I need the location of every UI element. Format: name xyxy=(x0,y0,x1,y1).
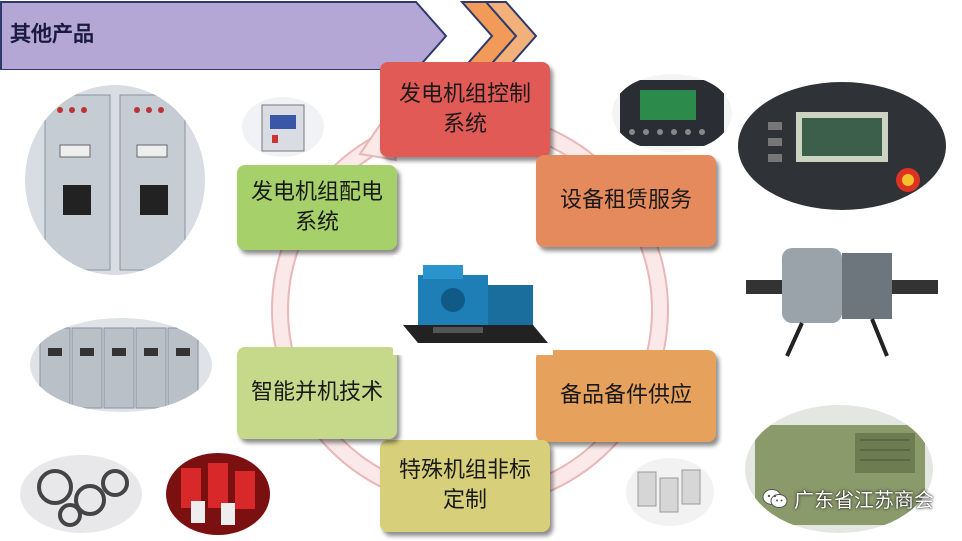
wechat-icon xyxy=(762,488,788,508)
cycle-item-label: 特殊机组非标定制 xyxy=(398,458,531,513)
cycle-item-label: 备品备件供应 xyxy=(559,383,692,408)
cycle-item-rental: 设备租赁服务 xyxy=(536,155,716,247)
cycle-item-control: 发电机组控制系统 xyxy=(380,62,550,157)
filters-image xyxy=(166,453,270,535)
container-genset-image xyxy=(745,405,933,533)
generator-image xyxy=(393,255,553,355)
cycle-item-label: 设备租赁服务 xyxy=(559,188,692,213)
cycle-item-label: 发电机组配电系统 xyxy=(251,179,384,235)
controller-panel-image xyxy=(612,74,732,152)
cycle-item-parallel: 智能并机技术 xyxy=(237,347,397,439)
gaskets-image xyxy=(20,455,142,533)
watermark: 广东省江苏商会 xyxy=(762,484,934,513)
control-cabinets-image xyxy=(30,318,212,412)
alternator-rotor-image xyxy=(742,228,942,358)
switchgear-cabinet-image xyxy=(25,85,205,275)
parts-cylinders-image xyxy=(626,458,714,526)
circuit-breaker-image xyxy=(242,97,324,157)
cycle-item-label: 发电机组控制系统 xyxy=(398,81,531,137)
cycle-item-parts: 备品备件供应 xyxy=(536,350,716,442)
page-title: 其他产品 xyxy=(10,21,94,46)
header-banner xyxy=(0,0,538,70)
cycle-item-distribution: 发电机组配电系统 xyxy=(237,165,397,250)
watermark-text: 广东省江苏商会 xyxy=(794,488,934,512)
control-module-image xyxy=(738,82,946,210)
cycle-item-label: 智能并机技术 xyxy=(251,380,384,405)
cycle-item-special: 特殊机组非标定制 xyxy=(380,440,550,532)
